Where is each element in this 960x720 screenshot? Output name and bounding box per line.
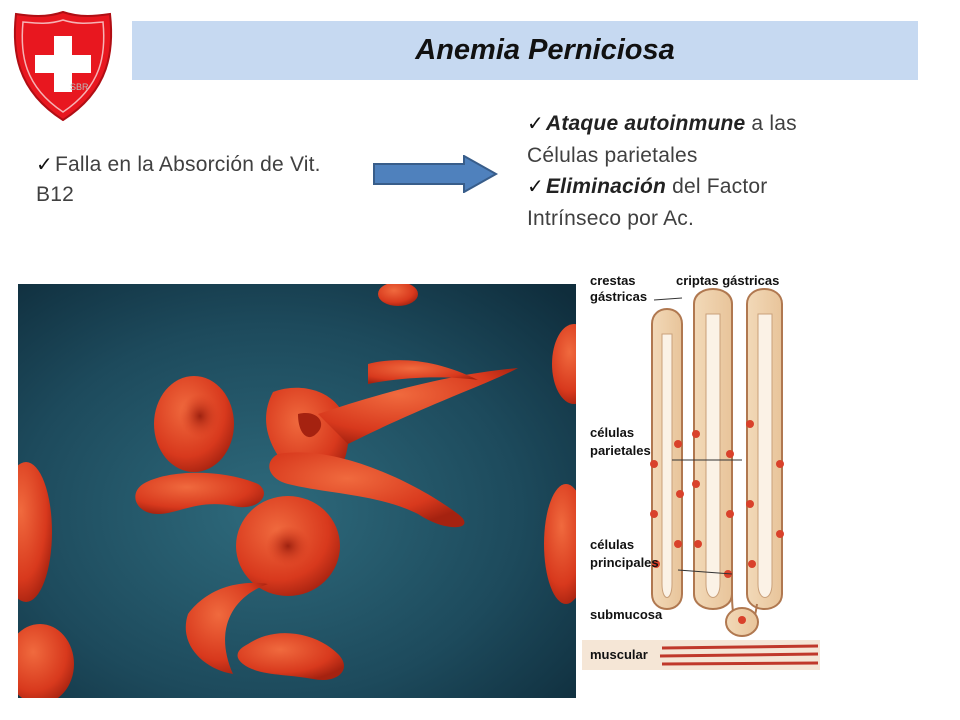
label-celulas-parietales-2: parietales <box>590 443 651 458</box>
right-bullet-2-bold: Eliminación <box>545 175 667 198</box>
left-bullet-text: Falla en la Absorción de Vit. B12 <box>36 153 321 207</box>
checkmark-icon: ✓ <box>527 113 544 135</box>
swiss-cross-shield-icon: SBR <box>13 10 113 122</box>
label-celulas-parietales-1: células <box>590 425 635 440</box>
left-bullet: ✓Falla en la Absorción de Vit. B12 <box>36 150 356 211</box>
red-blood-cells-photo <box>18 284 576 698</box>
checkmark-icon: ✓ <box>527 176 544 198</box>
right-bullet-1: ✓Ataque autoinmune a las Células parieta… <box>527 108 827 171</box>
right-bullet-2: ✓Eliminación del Factor Intrínseco por A… <box>527 171 827 234</box>
label-crestas: crestas <box>590 273 636 288</box>
label-celulas-principales-2: principales <box>590 555 659 570</box>
title-bar: Anemia Perniciosa <box>132 21 918 80</box>
logo-text: SBR <box>70 82 89 92</box>
right-arrow-icon <box>373 155 499 193</box>
gastric-diagram: crestas gástricas criptas gástricas célu… <box>582 264 820 670</box>
right-bullets: ✓Ataque autoinmune a las Células parieta… <box>527 108 827 234</box>
right-bullet-1-rest: a las Células parietales <box>527 112 797 167</box>
right-bullet-1-bold: Ataque autoinmune <box>545 112 746 135</box>
label-submucosa: submucosa <box>590 607 663 622</box>
label-celulas-principales-1: células <box>590 537 635 552</box>
checkmark-icon: ✓ <box>36 154 53 176</box>
slide-title: Anemia Perniciosa <box>415 34 675 66</box>
label-gastricas: gástricas <box>590 289 648 304</box>
right-bullet-2-rest: del Factor Intrínseco por Ac. <box>527 175 768 230</box>
label-muscular: muscular <box>590 647 648 662</box>
label-criptas-gastricas: criptas gástricas <box>676 273 780 288</box>
